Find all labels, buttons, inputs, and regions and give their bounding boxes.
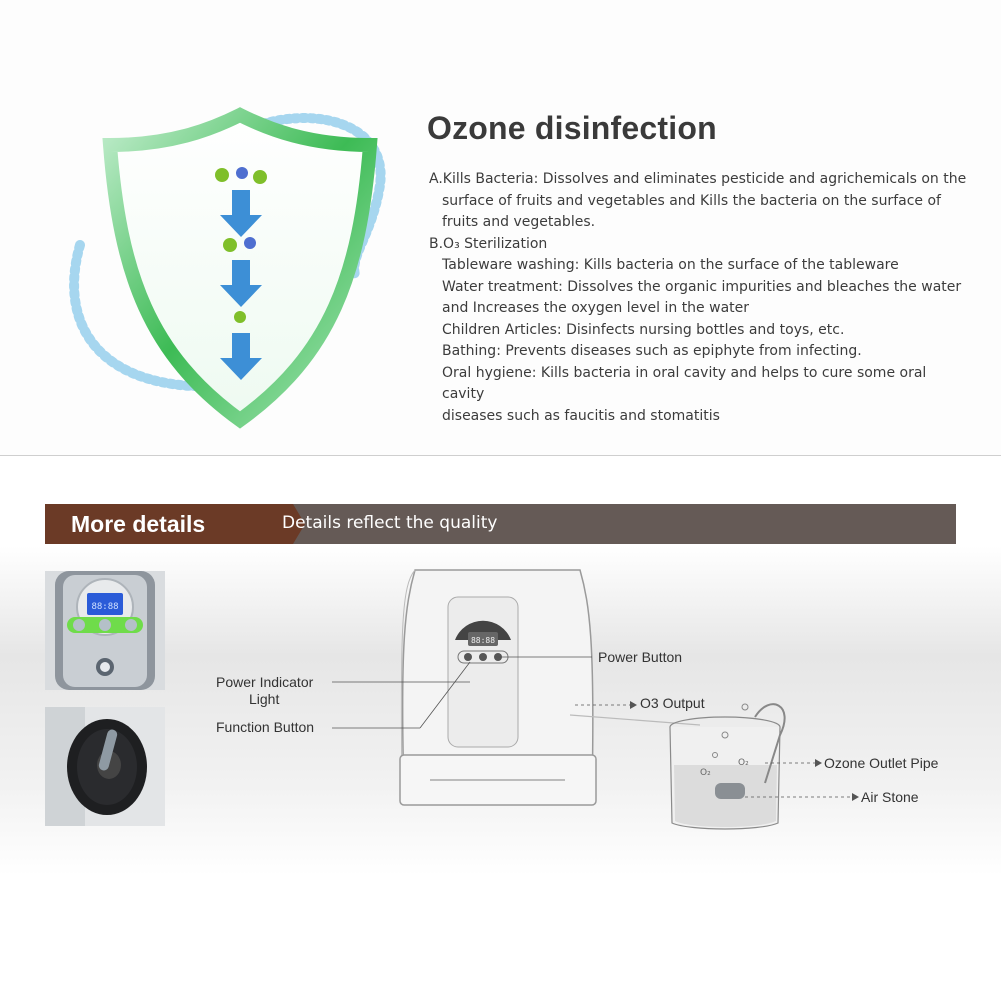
section-title: Ozone disinfection <box>427 110 717 146</box>
svg-text:O₂: O₂ <box>738 758 749 768</box>
ozone-outlet-pipe-label: Ozone Outlet Pipe <box>824 755 939 771</box>
power-indicator-label-line2: Light <box>249 691 280 707</box>
description-line: and Increases the oxygen level in the wa… <box>442 300 750 316</box>
description-line: B.O₃ Sterilization <box>429 235 548 252</box>
svg-text:88:88: 88:88 <box>91 602 118 612</box>
power-indicator-label: Power Indicator <box>216 674 314 690</box>
description-line: diseases such as faucitis and stomatitis <box>442 407 720 424</box>
banner-title: More details <box>71 511 206 537</box>
banner-subtitle: Details reflect the quality <box>282 513 498 533</box>
description-line: Tableware washing: Kills bacteria on the… <box>442 257 899 273</box>
control-panel-photo: 88:88 <box>45 571 165 690</box>
description-line: Bathing: Prevents diseases such as epiph… <box>442 343 862 359</box>
description-text: A.Kills Bacteria: Dissolves and eliminat… <box>429 169 969 427</box>
description-line: Oral hygiene: Kills bacteria in oral cav… <box>442 364 927 403</box>
svg-text:88:88: 88:88 <box>471 636 495 645</box>
description-line: A.Kills Bacteria: Dissolves and eliminat… <box>429 171 967 187</box>
description-line: Children Articles: Disinfects nursing bo… <box>442 321 845 338</box>
up-button <box>73 619 85 631</box>
on-off-button <box>99 619 111 631</box>
description-line: Water treatment: Dissolves the organic i… <box>442 278 962 295</box>
air-stone-shape <box>715 783 745 799</box>
o3-output-label: O3 Output <box>640 695 705 711</box>
water-cup-diagram: O₂ O₂ <box>669 703 786 830</box>
lcd-display <box>87 593 123 615</box>
svg-text:O₂: O₂ <box>700 768 711 778</box>
ozone-section: Ozone disinfection A.Kills Bacteria: Dis… <box>0 0 1001 455</box>
bacteria-icon <box>215 167 267 323</box>
arrow-down-icon <box>220 190 262 380</box>
section-divider <box>0 455 1001 456</box>
down-button <box>125 619 137 631</box>
banner-tab: More details <box>45 504 305 544</box>
air-stone-label: Air Stone <box>861 789 919 805</box>
outlet-photo <box>45 707 165 826</box>
shield-illustration <box>69 107 386 429</box>
function-button-label: Function Button <box>216 719 315 735</box>
description-line: fruits and vegetables. <box>442 214 596 230</box>
details-banner: More details Details reflect the quality <box>45 504 956 544</box>
power-button-label: Power Button <box>598 649 683 665</box>
description-line: surface of fruits and vegetables and Kil… <box>442 192 941 209</box>
